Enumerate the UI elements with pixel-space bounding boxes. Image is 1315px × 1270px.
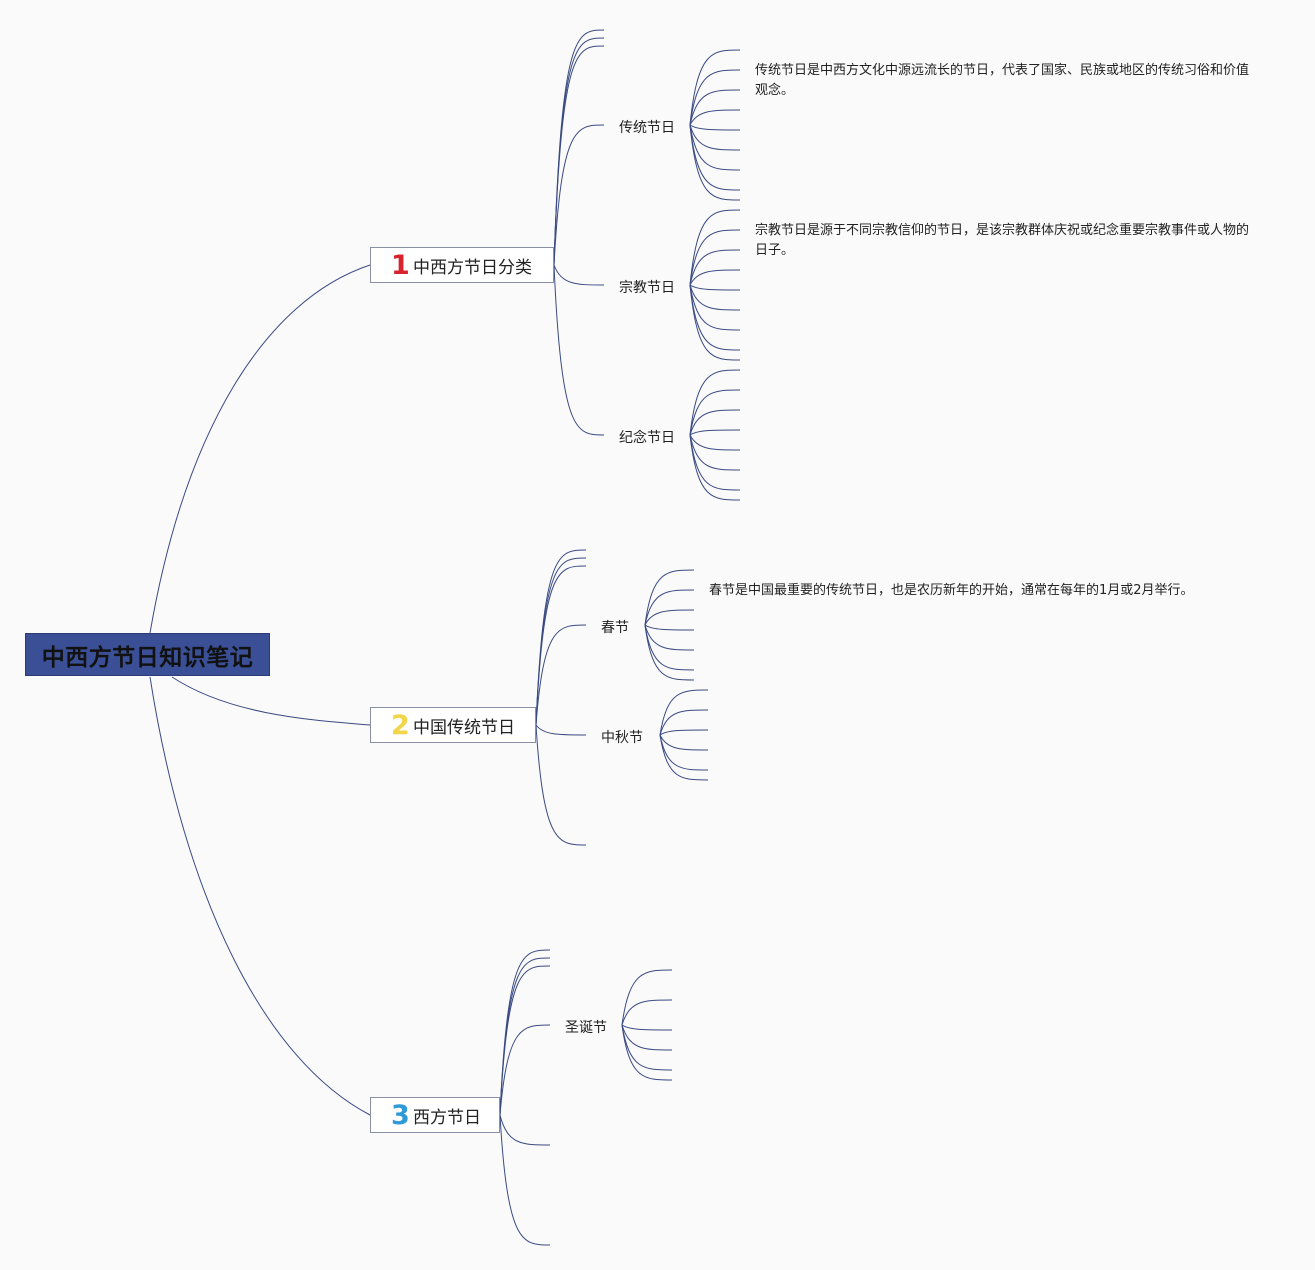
link-traditional-6 bbox=[689, 124, 741, 171]
branch-chinese-festivals[interactable]: 2 中国传统节日 bbox=[370, 707, 536, 743]
branch-number-3: 3 bbox=[391, 1099, 410, 1131]
link-traditional-7 bbox=[689, 124, 741, 191]
topic-traditional[interactable]: 传统节日 bbox=[619, 120, 675, 136]
link-midautumn-3 bbox=[659, 734, 709, 751]
link-traditional-4 bbox=[689, 124, 741, 131]
topic-mid-autumn[interactable]: 中秋节 bbox=[601, 730, 643, 746]
branch-label-chinese: 中国传统节日 bbox=[413, 717, 515, 738]
link-christmas-3 bbox=[621, 1024, 673, 1051]
link-b2-2 bbox=[535, 565, 587, 726]
link-b2-3 bbox=[535, 624, 587, 726]
link-religious-2 bbox=[689, 249, 741, 286]
branch-label-western: 西方节日 bbox=[413, 1107, 481, 1128]
link-midautumn-5 bbox=[659, 734, 709, 781]
root-title: 中西方节日知识笔记 bbox=[41, 644, 254, 671]
link-b3-0 bbox=[499, 949, 551, 1116]
link-spring-0 bbox=[644, 569, 695, 626]
link-b1-0 bbox=[553, 29, 605, 266]
link-spring-2 bbox=[644, 609, 695, 626]
note-traditional: 传统节日是中西方文化中源远流长的节日，代表了国家、民族或地区的传统习俗和价值观念… bbox=[755, 63, 1250, 98]
branch-label-classification: 中西方节日分类 bbox=[413, 257, 532, 278]
link-religious-7 bbox=[689, 284, 741, 351]
topic-christmas[interactable]: 圣诞节 bbox=[565, 1020, 607, 1036]
branch-number-1: 1 bbox=[391, 249, 410, 281]
topic-religious[interactable]: 宗教节日 bbox=[619, 280, 675, 296]
branch-number-2: 2 bbox=[391, 709, 410, 741]
link-b3-4 bbox=[499, 1114, 551, 1146]
topic-spring-festival[interactable]: 春节 bbox=[601, 620, 629, 636]
link-spring-1 bbox=[644, 589, 695, 626]
link-root-branch-2 bbox=[171, 676, 371, 726]
link-b3-2 bbox=[499, 965, 551, 1116]
link-traditional-2 bbox=[689, 89, 741, 126]
link-b2-1 bbox=[535, 557, 587, 726]
link-memorial-0 bbox=[689, 369, 741, 436]
link-midautumn-1 bbox=[659, 709, 709, 736]
link-christmas-4 bbox=[621, 1024, 673, 1071]
link-memorial-1 bbox=[689, 389, 741, 436]
link-root-branch-1 bbox=[149, 264, 371, 634]
branch-western-festivals[interactable]: 3 西方节日 bbox=[370, 1097, 500, 1133]
branch-classification[interactable]: 1 中西方节日分类 bbox=[370, 247, 554, 283]
link-memorial-2 bbox=[689, 409, 741, 436]
link-midautumn-2 bbox=[659, 729, 709, 736]
root-node[interactable]: 中西方节日知识笔记 bbox=[25, 633, 270, 676]
link-traditional-3 bbox=[689, 109, 741, 126]
link-spring-5 bbox=[644, 624, 695, 671]
link-religious-1 bbox=[689, 229, 741, 286]
link-religious-8 bbox=[689, 284, 741, 361]
link-christmas-1 bbox=[621, 999, 673, 1026]
link-memorial-5 bbox=[689, 434, 741, 471]
link-christmas-2 bbox=[621, 1024, 673, 1031]
link-memorial-3 bbox=[689, 429, 741, 436]
link-religious-3 bbox=[689, 269, 741, 286]
link-midautumn-0 bbox=[659, 689, 709, 736]
link-traditional-8 bbox=[689, 124, 741, 201]
link-b2-0 bbox=[535, 549, 587, 726]
link-b1-3 bbox=[553, 124, 605, 266]
link-religious-0 bbox=[689, 209, 741, 286]
note-religious: 宗教节日是源于不同宗教信仰的节日，是该宗教群体庆祝或纪念重要宗教事件或人物的日子… bbox=[755, 223, 1250, 258]
link-traditional-5 bbox=[689, 124, 741, 151]
link-religious-4 bbox=[689, 284, 741, 291]
link-religious-5 bbox=[689, 284, 741, 311]
link-spring-4 bbox=[644, 624, 695, 651]
link-b2-4 bbox=[535, 724, 587, 736]
link-christmas-0 bbox=[621, 969, 673, 1026]
link-midautumn-4 bbox=[659, 734, 709, 771]
link-religious-6 bbox=[689, 284, 741, 331]
link-traditional-0 bbox=[689, 49, 741, 126]
note-spring-festival: 春节是中国最重要的传统节日，也是农历新年的开始，通常在每年的1月或2月举行。 bbox=[709, 583, 1194, 598]
link-b1-4 bbox=[553, 264, 605, 286]
link-root-branch-3 bbox=[149, 676, 371, 1116]
topic-memorial[interactable]: 纪念节日 bbox=[619, 430, 675, 446]
link-christmas-5 bbox=[621, 1024, 673, 1081]
link-b2-5 bbox=[535, 724, 587, 846]
link-b1-1 bbox=[553, 37, 605, 266]
link-b3-3 bbox=[499, 1024, 551, 1116]
link-b1-5 bbox=[553, 264, 605, 436]
link-spring-6 bbox=[644, 624, 695, 681]
link-traditional-1 bbox=[689, 69, 741, 126]
link-b3-1 bbox=[499, 957, 551, 1116]
link-b3-5 bbox=[499, 1114, 551, 1246]
link-b1-2 bbox=[553, 45, 605, 266]
link-memorial-7 bbox=[689, 434, 741, 501]
link-memorial-4 bbox=[689, 434, 741, 451]
link-spring-3 bbox=[644, 624, 695, 631]
